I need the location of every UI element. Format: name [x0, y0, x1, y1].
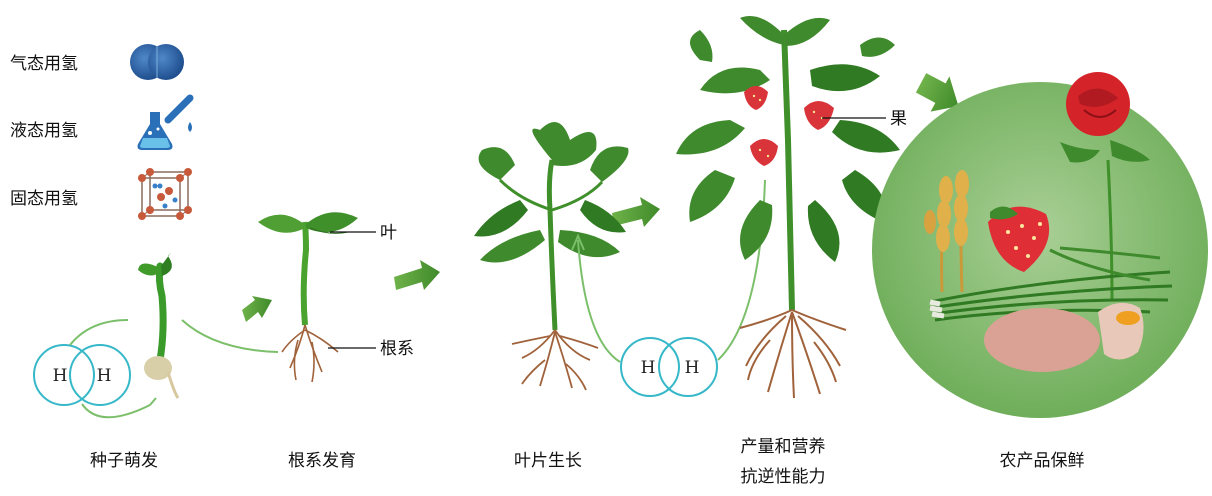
stage-label-germination: 种子萌发: [90, 451, 158, 471]
leafy-plant: [474, 122, 628, 390]
arrow-1: [242, 296, 272, 322]
legend-label-gas: 气态用氢: [10, 54, 78, 74]
stage-label-leaf: 叶片生长: [514, 451, 582, 471]
h-atom-label: H: [685, 358, 700, 378]
root-system-3: [512, 330, 598, 390]
stage-label-yield-line1: 产量和营养: [741, 437, 826, 457]
arrow-2: [394, 260, 440, 290]
gas-molecule-icon: [130, 44, 184, 80]
legend-label-liquid: 液态用氢: [10, 121, 78, 141]
stage-label-preservation: 农产品保鲜: [1000, 451, 1085, 471]
arrow-3: [612, 197, 660, 227]
young-seedling: [258, 212, 358, 382]
root-system-4: [740, 310, 846, 398]
seedling-sprout: [138, 253, 178, 398]
h-atom-label: H: [641, 358, 656, 378]
hydrogen-symbol-2: H H: [621, 338, 717, 396]
callout-fruit-label: 果: [890, 109, 907, 129]
h-atom-label: H: [97, 366, 112, 386]
callout-leaf-label: 叶: [380, 223, 397, 243]
callout-root-label: 根系: [380, 339, 414, 359]
flask-icon: [138, 98, 193, 150]
hydrogen-symbol-1: H H: [34, 345, 130, 405]
strawberry-plant: [676, 16, 900, 398]
root-system-2: [282, 325, 338, 382]
hydrogen-flow-line-2: [182, 320, 278, 352]
h-atom-label: H: [53, 366, 68, 386]
crystal-lattice-icon: [138, 168, 192, 220]
stage-label-root: 根系发育: [288, 451, 356, 471]
stage-label-yield-line2: 抗逆性能力: [741, 467, 826, 487]
legend-label-solid: 固态用氢: [10, 189, 78, 209]
